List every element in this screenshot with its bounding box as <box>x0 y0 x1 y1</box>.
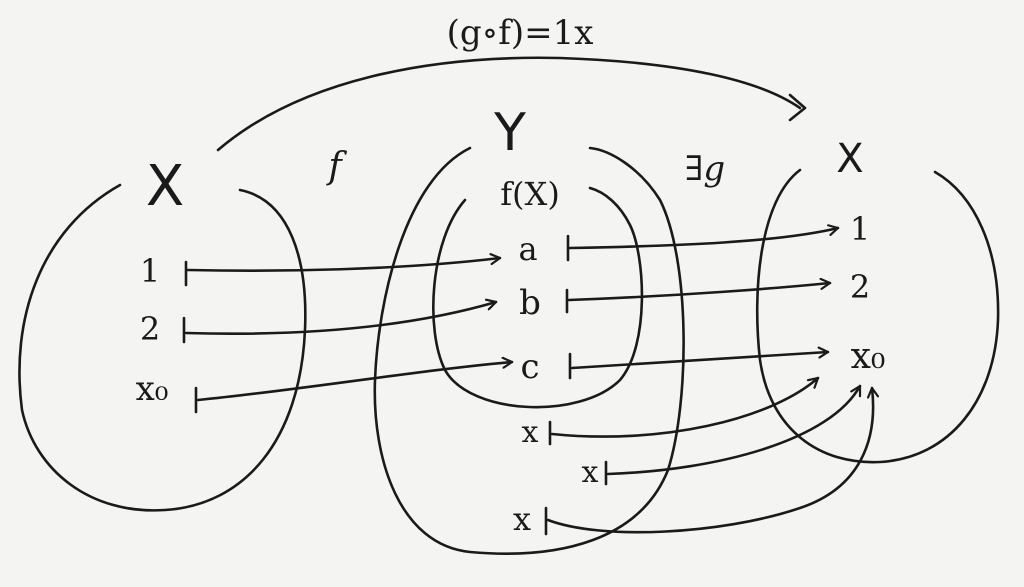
arrow-g-x2 <box>606 384 862 476</box>
left-set-label: X <box>146 154 184 219</box>
image-set-outline <box>432 186 644 409</box>
map-g-label: ∃g <box>685 149 725 189</box>
image-element-a: a <box>518 230 537 268</box>
right-set-label: X <box>836 136 863 182</box>
arrow-f-3 <box>196 362 514 402</box>
arrow-f-2 <box>184 302 498 335</box>
right-set-outline <box>755 168 1000 464</box>
arrow-g-a <box>568 228 840 250</box>
left-set-outline <box>18 183 307 512</box>
outside-element-1: x <box>522 415 539 450</box>
arrow-f-1 <box>186 258 502 272</box>
left-element-x0: x₀ <box>136 369 169 409</box>
composite-label: (g∘f)=1x <box>447 13 594 53</box>
left-element-2: 2 <box>140 310 160 348</box>
arrow-g-x3 <box>546 386 873 534</box>
outside-element-2: x <box>582 455 599 490</box>
image-element-c: c <box>520 347 539 387</box>
map-f-label: f <box>325 146 347 187</box>
image-set-label: f(X) <box>500 175 560 213</box>
arrow-g-c <box>570 352 830 370</box>
outside-element-3: x <box>513 500 531 538</box>
image-element-b: b <box>519 283 541 323</box>
left-element-1: 1 <box>140 252 160 290</box>
middle-set-label: Y <box>493 103 526 163</box>
composite-arc <box>216 56 802 152</box>
composite-arrowhead <box>788 93 807 122</box>
arrow-g-x1 <box>550 376 820 438</box>
right-element-x0: x₀ <box>851 336 886 377</box>
right-element-1: 1 <box>850 210 870 248</box>
arrow-g-b <box>567 283 832 302</box>
right-element-2: 2 <box>850 268 870 306</box>
